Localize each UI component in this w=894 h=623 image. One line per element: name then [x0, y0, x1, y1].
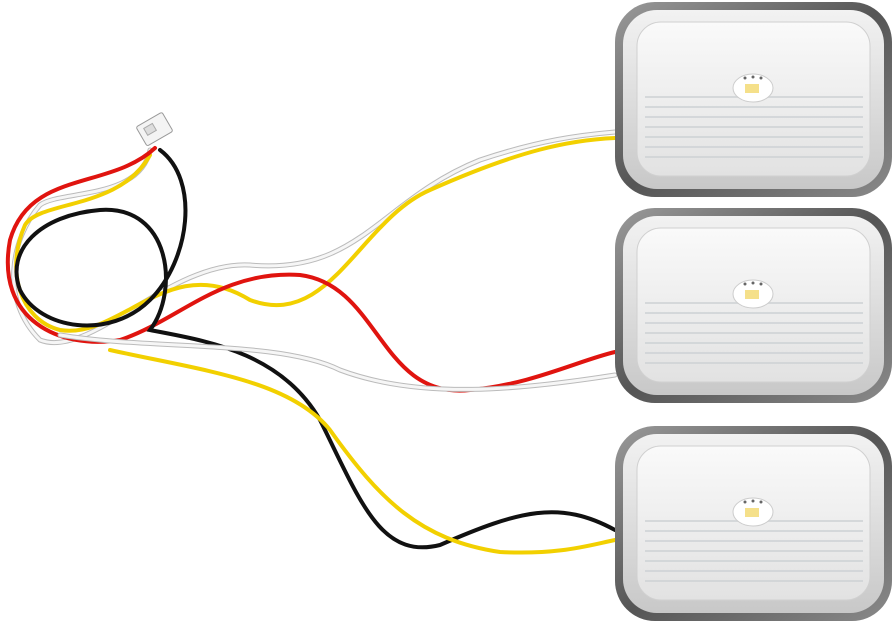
wire-harness: [6, 129, 618, 555]
middle-lamp: [614, 207, 893, 404]
red-wire: [6, 146, 617, 393]
black-wire: [14, 148, 617, 550]
yellow-wire-top: [14, 136, 617, 333]
wire-connector: [136, 112, 173, 146]
top-lamp: [614, 1, 893, 198]
white-wire-top: [11, 129, 618, 345]
bottom-lamp: [614, 425, 893, 622]
yellow-wire-bottom: [108, 348, 617, 555]
